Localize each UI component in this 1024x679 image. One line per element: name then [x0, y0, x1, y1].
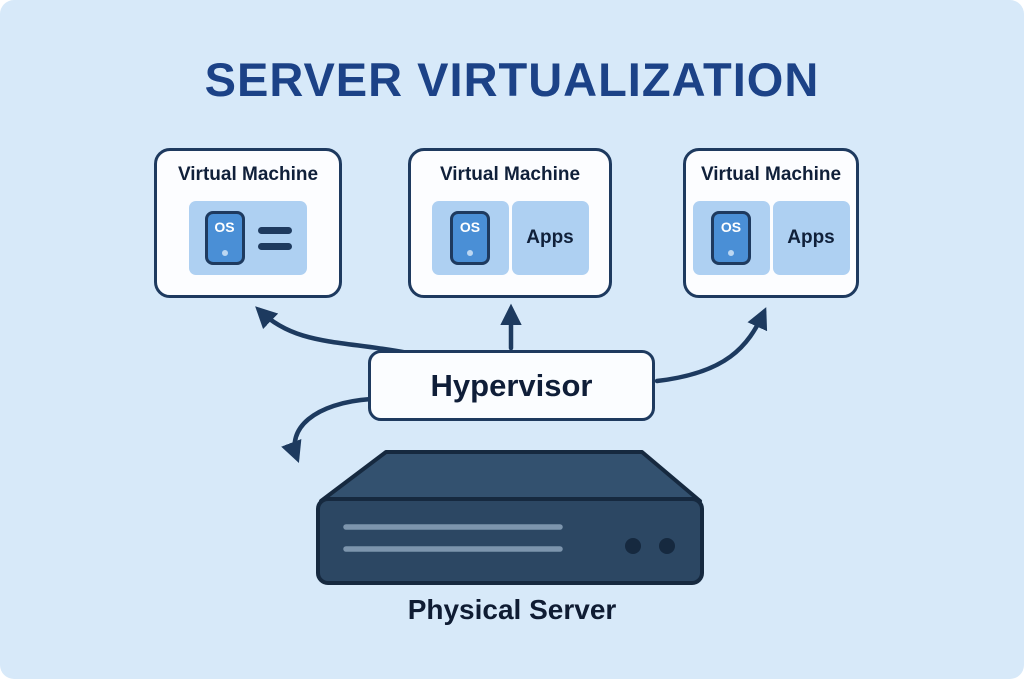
os-icon-label: OS: [214, 219, 235, 235]
vm-content: OS Apps: [431, 201, 589, 275]
vm-apps-panel: Apps: [511, 201, 589, 275]
os-icon-label: OS: [459, 219, 481, 235]
server-slot-lines: [343, 524, 563, 552]
os-icon-dot: [467, 250, 473, 256]
os-icon: OS: [711, 211, 751, 265]
diagram-title: SERVER VIRTUALIZATION: [204, 53, 820, 106]
os-icon: OS: [450, 211, 490, 265]
vm-box-1: Virtual Machine OS: [154, 148, 342, 298]
vm-box-3: Virtual Machine OS Apps: [683, 148, 859, 298]
os-icon: OS: [204, 211, 245, 265]
apps-label: Apps: [787, 227, 835, 248]
vm-title: Virtual Machine: [177, 164, 319, 185]
vm-title: Virtual Machine: [439, 164, 581, 185]
hypervisor-box: Hypervisor: [368, 350, 655, 421]
hypervisor-label: Hypervisor: [430, 367, 593, 403]
equals-lines-icon: [257, 226, 292, 250]
vm-title: Virtual Machine: [700, 164, 842, 185]
arrow-hypervisor-to-vm3: [654, 307, 768, 384]
vm-os-panel: OS: [431, 201, 509, 275]
server-indicator-dots: [625, 538, 675, 554]
os-icon-label: OS: [720, 219, 742, 235]
vm-content: OS Apps: [692, 201, 850, 275]
vm-box-2: Virtual Machine OS Apps: [408, 148, 612, 298]
server-illustration: [316, 450, 704, 585]
arrow-hypervisor-to-server: [281, 396, 374, 464]
apps-label: Apps: [526, 227, 574, 248]
vm-apps-panel: Apps: [772, 201, 850, 275]
vm-os-panel: OS: [692, 201, 770, 275]
os-icon-dot: [221, 250, 228, 256]
os-icon-dot: [728, 250, 734, 256]
vm-os-panel: OS: [189, 201, 307, 275]
vm-content: OS: [189, 201, 307, 275]
server-front-face: [316, 497, 704, 585]
arrow-hypervisor-to-vm1: [255, 306, 411, 356]
server-top-face: [319, 450, 702, 503]
physical-server-label: Physical Server: [407, 594, 617, 625]
